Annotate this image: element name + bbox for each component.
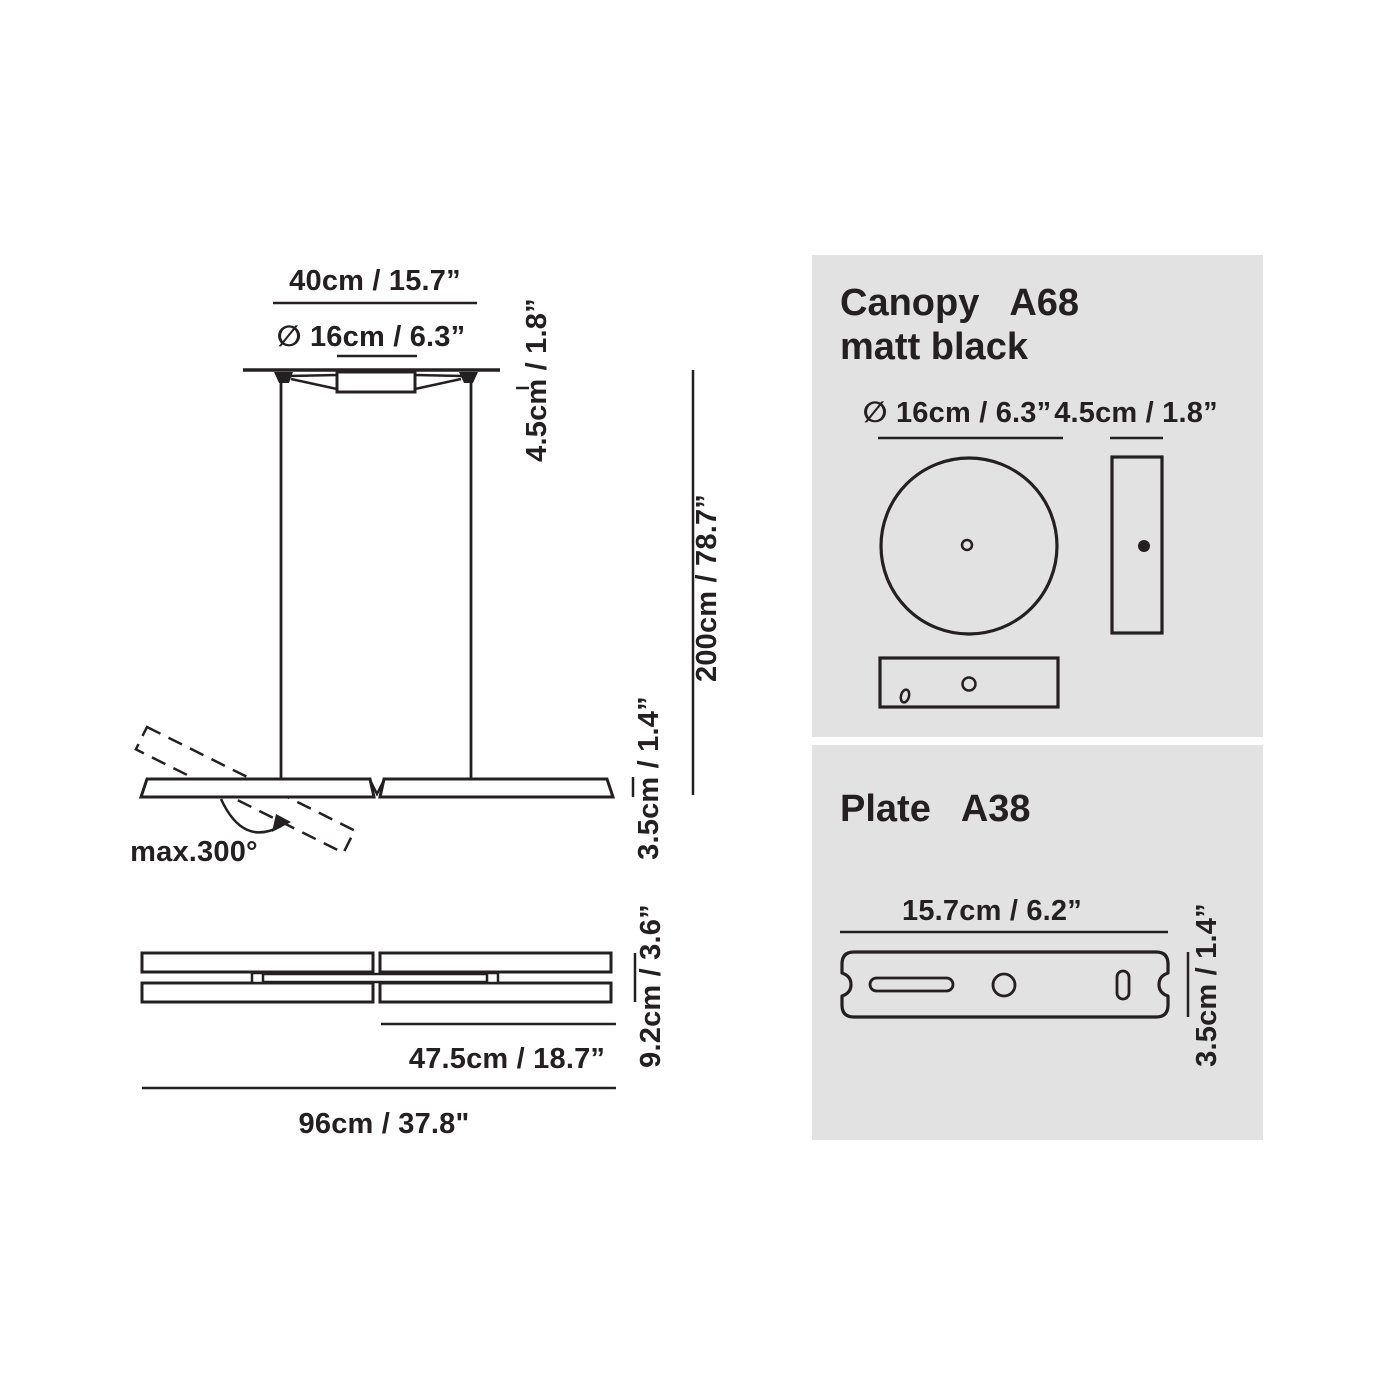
- plan-connector-tab-right: [485, 971, 500, 985]
- rotation-arrowhead: [272, 814, 291, 832]
- plate-dim-height: 3.5cm / 1.4”: [1191, 903, 1223, 1067]
- plate-small-slot: [1115, 969, 1131, 1001]
- canopy-side-hole: [1138, 540, 1150, 552]
- plate-panel-title: Plate A38: [840, 787, 1031, 831]
- canopy-dim-height: 4.5cm / 1.8”: [1054, 397, 1218, 429]
- dim-label-plan-depth: 9.2cm / 3.6”: [635, 904, 667, 1068]
- plan-bar-top-right: [378, 951, 613, 974]
- plate-long-slot: [868, 976, 955, 993]
- dim-label-canopy-diameter: ∅ 16cm / 6.3”: [277, 321, 466, 353]
- plan-bar-bottom-right: [378, 981, 613, 1004]
- canopy-center-hole: [960, 538, 974, 552]
- dim-label-total-length: 96cm / 37.8": [299, 1108, 470, 1140]
- canopy-strut-left-bottom: [290, 377, 338, 391]
- canopy-box: [335, 370, 417, 394]
- canopy-strut-left-top: [288, 373, 338, 378]
- dim-label-half-length: 47.5cm / 18.7”: [409, 1043, 605, 1075]
- pendant-dimension-diagram: 40cm / 15.7” ∅ 16cm / 6.3” 4.5cm / 1.8” …: [130, 265, 723, 1140]
- plate-panel-drawing: 15.7cm / 6.2” 3.5cm / 1.4”: [840, 895, 1223, 1067]
- rotated-bar-outline: [134, 725, 357, 855]
- plate-panel: Plate A38 15.7cm / 6.2” 3.5cm / 1.4”: [812, 745, 1263, 1140]
- pendant-bar-joint: [368, 779, 386, 797]
- canopy-dim-diameter: ∅ 16cm / 6.3”: [863, 397, 1052, 429]
- canopy-title-name: Canopy: [840, 282, 980, 324]
- plan-connector-tab-left: [250, 971, 265, 985]
- canopy-subtitle: matt black: [840, 326, 1028, 368]
- dim-label-40cm: 40cm / 15.7”: [289, 265, 461, 297]
- rod-mount-left: [274, 372, 293, 383]
- rotation-label: max.300°: [130, 836, 258, 868]
- plate-center-hole: [991, 972, 1017, 998]
- pendant-bar-left: [138, 777, 376, 799]
- canopy-panel-title: Canopy A68 matt black: [840, 281, 1079, 369]
- plan-bar-bottom-left: [140, 981, 375, 1004]
- plan-bar-top-left: [140, 951, 375, 974]
- canopy-side-view: [1110, 455, 1164, 635]
- plate-title-name: Plate: [840, 788, 931, 830]
- dim-label-canopy-height: 4.5cm / 1.8”: [521, 298, 553, 462]
- canopy-bracket: [878, 656, 1060, 709]
- canopy-panel-drawing: ∅ 16cm / 6.3” 4.5cm / 1.8”: [863, 397, 1218, 709]
- canopy-strut-right-bottom: [414, 377, 462, 391]
- plate-title-code: A38: [960, 788, 1031, 830]
- bracket-hole-circle: [961, 676, 977, 692]
- pendant-bar-right: [378, 777, 616, 799]
- canopy-top-view-circle: [879, 456, 1059, 636]
- dim-label-drop-height: 200cm / 78.7”: [691, 494, 723, 682]
- plate-dim-length: 15.7cm / 6.2”: [902, 895, 1082, 927]
- rod-mount-right: [459, 372, 478, 383]
- canopy-panel: Canopy A68 matt black ∅ 16cm / 6.3” 4.5cm…: [812, 255, 1263, 737]
- plate-title-line: Plate A38: [840, 787, 1031, 831]
- plate-outline: [840, 950, 1170, 1019]
- canopy-title-line: Canopy A68: [840, 281, 1079, 325]
- plan-center-connector: [256, 972, 494, 984]
- canopy-title-code: A68: [1009, 282, 1080, 324]
- canopy-strut-right-top: [414, 373, 464, 378]
- rotation-arc: [219, 798, 282, 834]
- bracket-hole-oval: [899, 688, 911, 704]
- dim-label-bar-height: 3.5cm / 1.4”: [633, 696, 665, 860]
